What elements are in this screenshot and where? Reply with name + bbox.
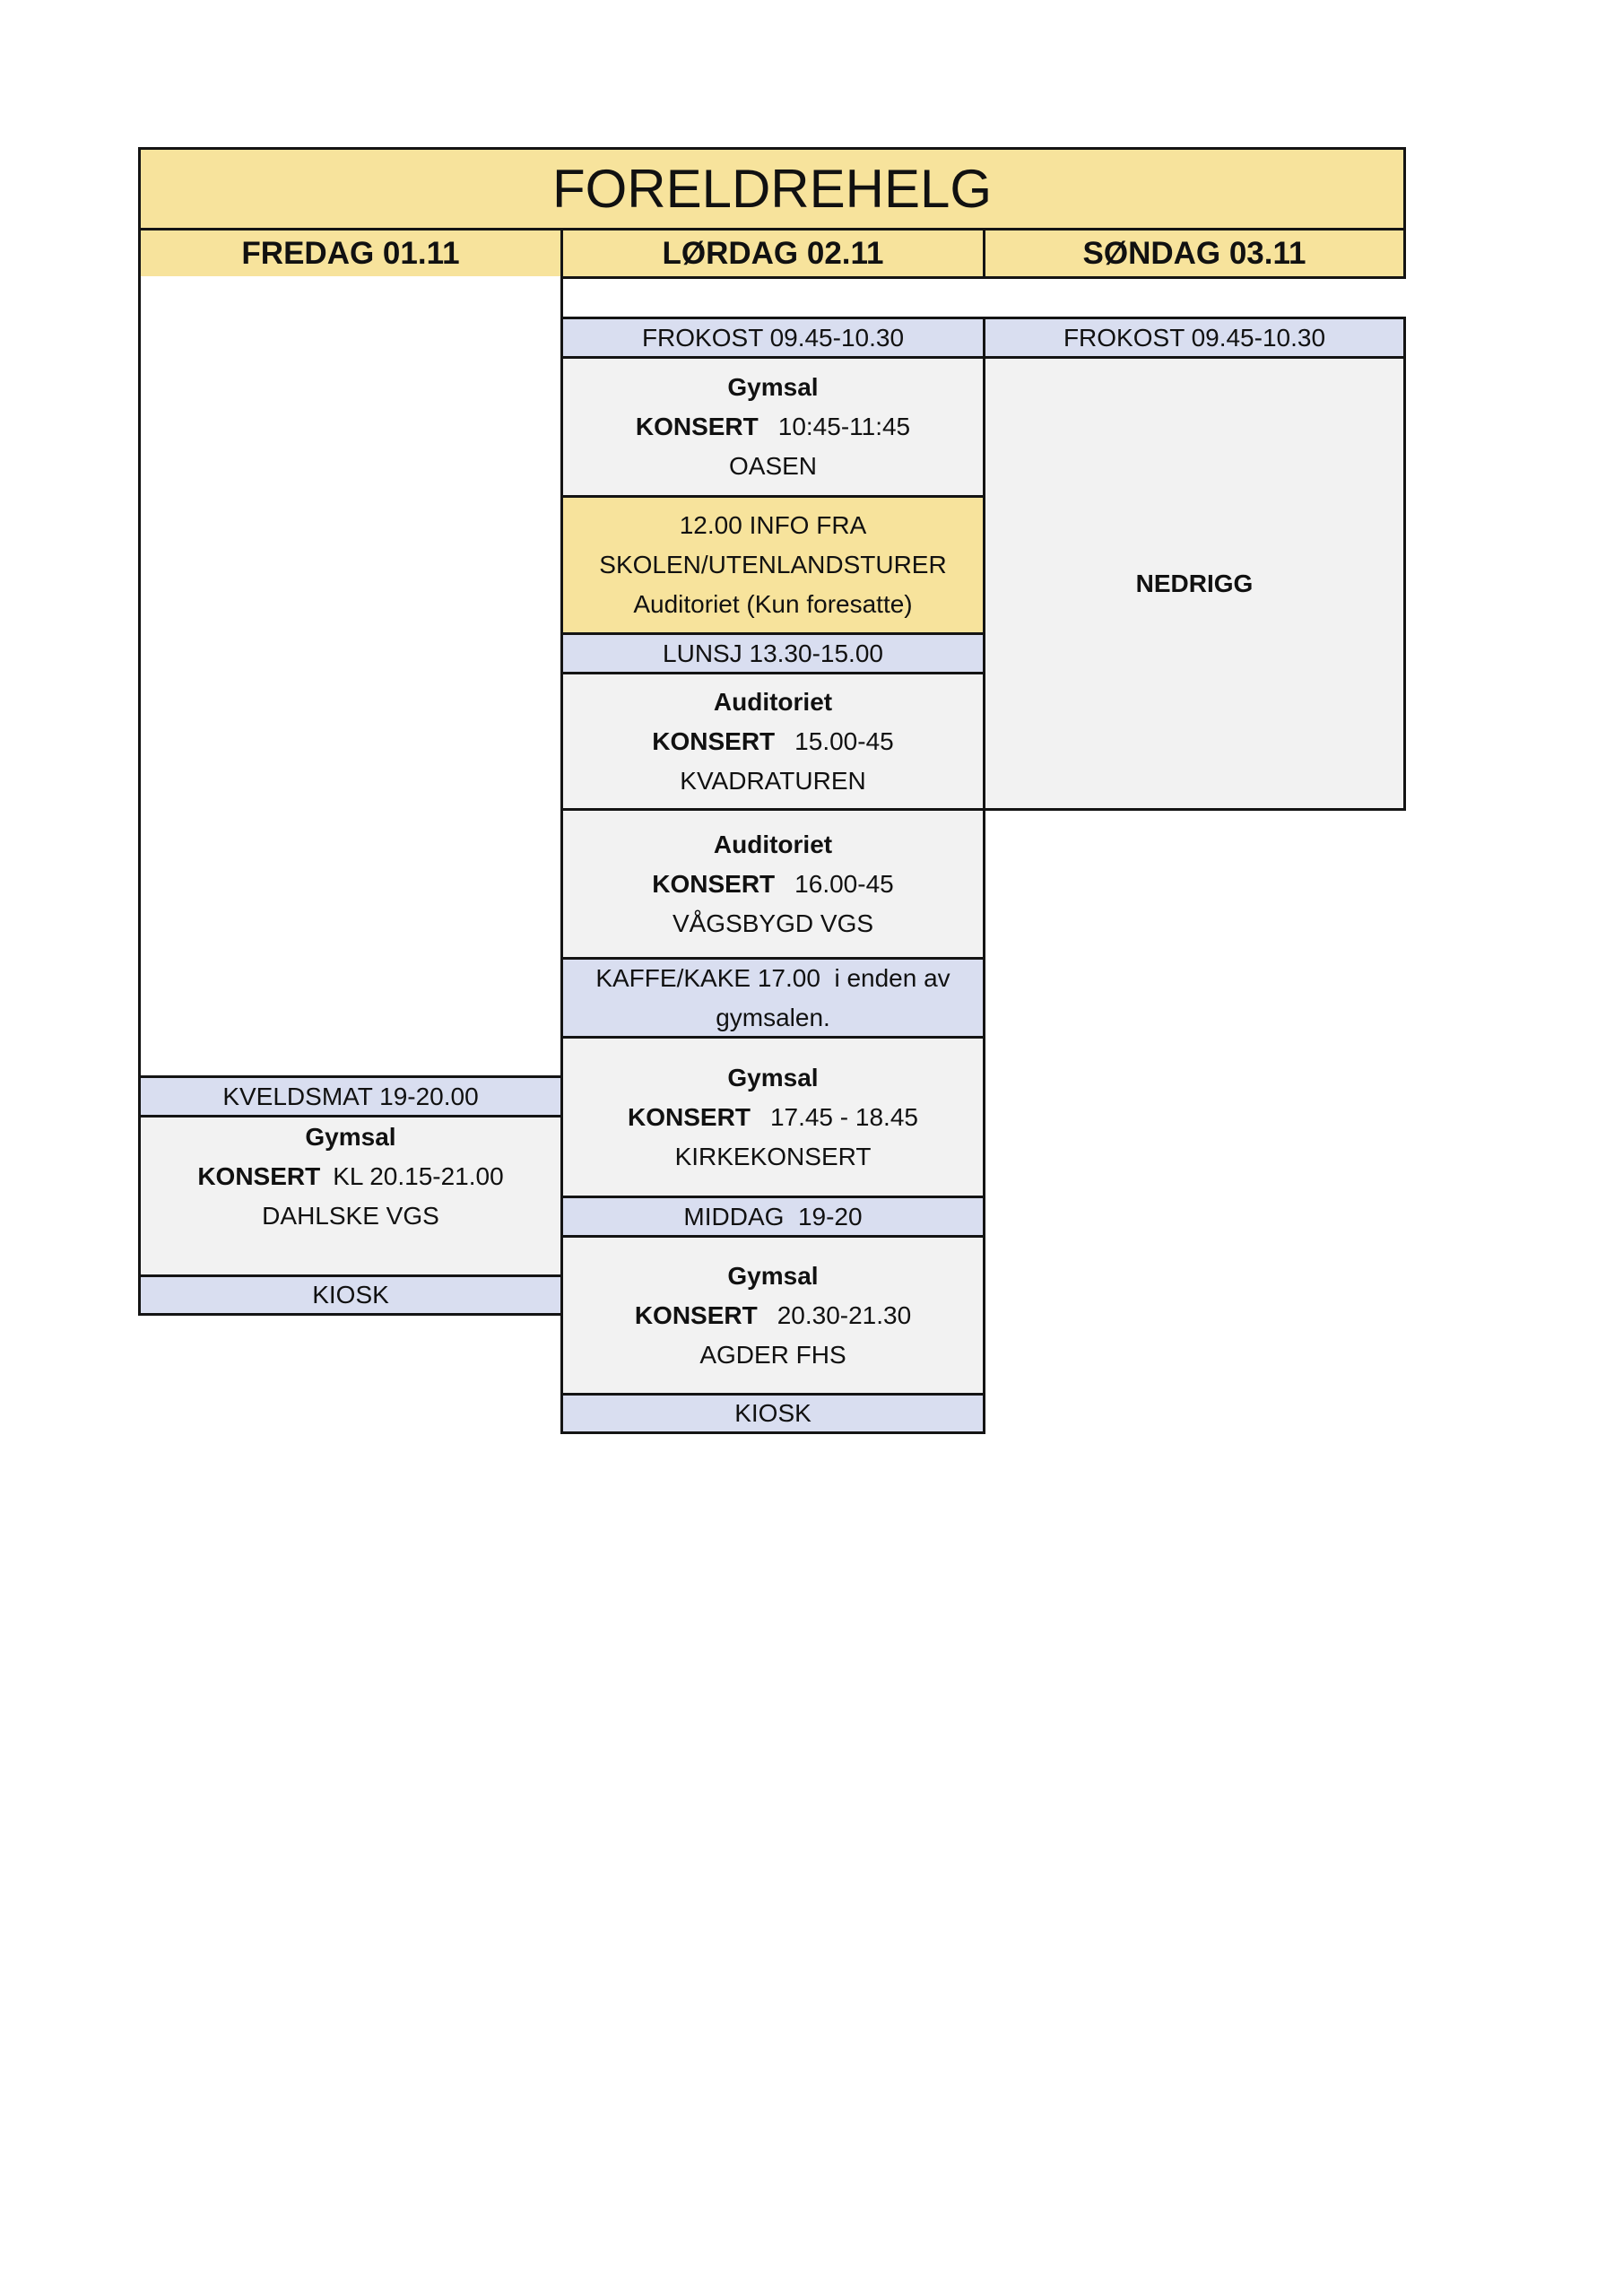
event-line: KONSERT 16.00-45 — [652, 865, 893, 904]
sondag-frokost: FROKOST 09.45-10.30 — [983, 317, 1406, 359]
lordag-concert-oasen: Gymsal KONSERT 10:45-11:45 OASEN — [560, 356, 985, 498]
event-line: KONSERT 15.00-45 — [652, 722, 893, 761]
event-line: KONSERT 20.30-21.30 — [635, 1296, 911, 1335]
kiosk-label: KIOSK — [312, 1281, 389, 1309]
lordag-gap-border — [560, 276, 563, 319]
fredag-kveldsmat: KVELDSMAT 19-20.00 — [138, 1075, 563, 1118]
event-time: 15.00-45 — [794, 726, 894, 755]
event-kind: KONSERT — [634, 1300, 758, 1329]
sondag-nedrigg: NEDRIGG — [983, 356, 1406, 811]
info-line: SKOLEN/UTENLANDSTURER — [599, 551, 947, 578]
event-kind: KONSERT — [652, 726, 776, 755]
nedrigg-label: NEDRIGG — [1135, 569, 1254, 597]
event-kind: KONSERT — [197, 1162, 321, 1190]
lordag-info-meeting: 12.00 INFO FRA SKOLEN/UTENLANDSTURER Aud… — [560, 495, 985, 635]
lordag-frokost: FROKOST 09.45-10.30 — [560, 317, 985, 359]
event-line: KONSERT 10:45-11:45 — [636, 407, 910, 447]
info-line: Auditoriet (Kun foresatte) — [633, 590, 913, 618]
event-kind: KONSERT — [628, 1102, 751, 1131]
lordag-lunsj: LUNSJ 13.30-15.00 — [560, 632, 985, 674]
lordag-concert-vagsbygd: Auditoriet KONSERT 16.00-45 VÅGSBYGD VGS — [560, 808, 985, 960]
day-header-fredag: FREDAG 01.11 — [138, 228, 563, 279]
event-line: KONSERT 17.45 - 18.45 — [628, 1098, 918, 1137]
meal-label: FROKOST 09.45-10.30 — [1063, 323, 1326, 352]
venue-label: Auditoriet — [713, 687, 833, 716]
meal-label: MIDDAG 19-20 — [683, 1202, 863, 1231]
info-line: KAFFE/KAKE 17.00 i enden av — [595, 963, 950, 992]
day-header-sondag: SØNDAG 03.11 — [983, 228, 1406, 279]
performer-label: AGDER FHS — [699, 1340, 846, 1369]
lordag-kiosk: KIOSK — [560, 1393, 985, 1434]
fredag-concert: Gymsal KONSERT KL 20.15-21.00 DAHLSKE VGS — [138, 1115, 563, 1277]
performer-label: OASEN — [728, 452, 818, 480]
event-line: KONSERT KL 20.15-21.00 — [197, 1157, 503, 1196]
event-time: 16.00-45 — [794, 869, 894, 898]
day-label: FREDAG 01.11 — [241, 235, 460, 271]
event-kind: KONSERT — [652, 869, 776, 898]
performer-label: VÅGSBYGD VGS — [672, 909, 874, 937]
event-time: 20.30-21.30 — [777, 1300, 912, 1329]
day-header-lordag: LØRDAG 02.11 — [560, 228, 985, 279]
info-line: 12.00 INFO FRA — [679, 511, 867, 539]
meal-label: KVELDSMAT 19-20.00 — [222, 1082, 479, 1110]
day-label: LØRDAG 02.11 — [662, 235, 884, 271]
info-line: gymsalen. — [716, 1003, 830, 1031]
event-time: 17.45 - 18.45 — [769, 1102, 918, 1131]
page-title: FORELDREHELG — [138, 147, 1406, 230]
meal-label: FROKOST 09.45-10.30 — [641, 323, 905, 352]
fredag-kiosk: KIOSK — [138, 1274, 563, 1316]
fredag-empty-area — [138, 276, 563, 1079]
kiosk-label: KIOSK — [734, 1399, 812, 1427]
venue-label: Gymsal — [727, 373, 819, 401]
lordag-concert-kvadraturen: Auditoriet KONSERT 15.00-45 KVADRATUREN — [560, 672, 985, 811]
venue-label: Gymsal — [305, 1123, 396, 1151]
lordag-middag: MIDDAG 19-20 — [560, 1196, 985, 1238]
event-time: KL 20.15-21.00 — [333, 1162, 504, 1190]
event-kind: KONSERT — [635, 413, 759, 440]
meal-label: LUNSJ 13.30-15.00 — [663, 639, 883, 667]
title-text: FORELDREHELG — [551, 158, 993, 219]
lordag-concert-kirkekonsert: Gymsal KONSERT 17.45 - 18.45 KIRKEKONSERT — [560, 1036, 985, 1198]
event-time: 10:45-11:45 — [777, 413, 911, 440]
lordag-kaffe-kake: KAFFE/KAKE 17.00 i enden av gymsalen. — [560, 957, 985, 1039]
venue-label: Gymsal — [727, 1063, 819, 1091]
lordag-concert-agder: Gymsal KONSERT 20.30-21.30 AGDER FHS — [560, 1235, 985, 1396]
performer-label: KIRKEKONSERT — [674, 1142, 872, 1170]
venue-label: Auditoriet — [713, 830, 833, 858]
performer-label: KVADRATUREN — [680, 766, 866, 795]
performer-label: DAHLSKE VGS — [262, 1202, 439, 1230]
day-label: SØNDAG 03.11 — [1082, 235, 1306, 271]
venue-label: Gymsal — [727, 1261, 819, 1290]
